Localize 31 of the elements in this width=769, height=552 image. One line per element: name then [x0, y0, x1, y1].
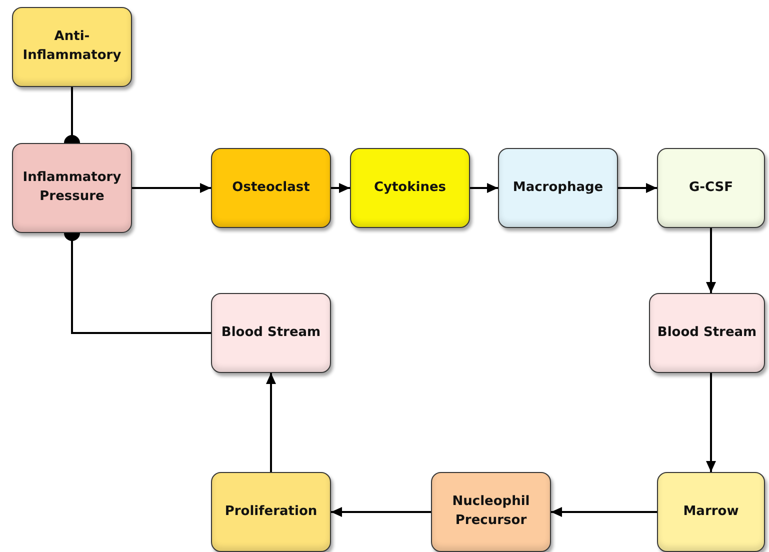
box-label: Osteoclast — [232, 178, 310, 197]
arrow — [331, 507, 431, 517]
arrow — [331, 183, 350, 193]
process-box — [657, 148, 765, 228]
process-box — [498, 148, 618, 228]
box-label: Blood Stream — [221, 324, 321, 342]
box-label: Macrophage — [512, 178, 604, 197]
process-box — [211, 148, 331, 228]
process-box — [12, 143, 132, 233]
arrow — [706, 228, 716, 293]
arrow — [266, 373, 276, 472]
box-label: Inflammatory Pressure — [22, 169, 122, 206]
arrow — [618, 183, 657, 193]
process-box — [211, 293, 331, 373]
box-label: Cytokines — [374, 178, 446, 197]
process-box — [657, 472, 765, 552]
process-box — [431, 472, 551, 552]
process-box — [350, 148, 470, 228]
box-label: G-CSF — [688, 178, 734, 197]
process-box — [12, 7, 132, 87]
box-label: Proliferation — [224, 502, 318, 521]
box-label: Blood Stream — [657, 324, 757, 342]
arrow — [132, 183, 211, 193]
process-box — [211, 472, 331, 552]
process-box — [649, 293, 765, 373]
box-label: Marrow — [683, 502, 739, 521]
arrow — [551, 507, 657, 517]
arrow — [706, 373, 716, 472]
arrow — [470, 183, 498, 193]
box-label: Anti- Inflammatory — [22, 28, 122, 65]
box-label: Nucleophil Precursor — [451, 493, 531, 530]
